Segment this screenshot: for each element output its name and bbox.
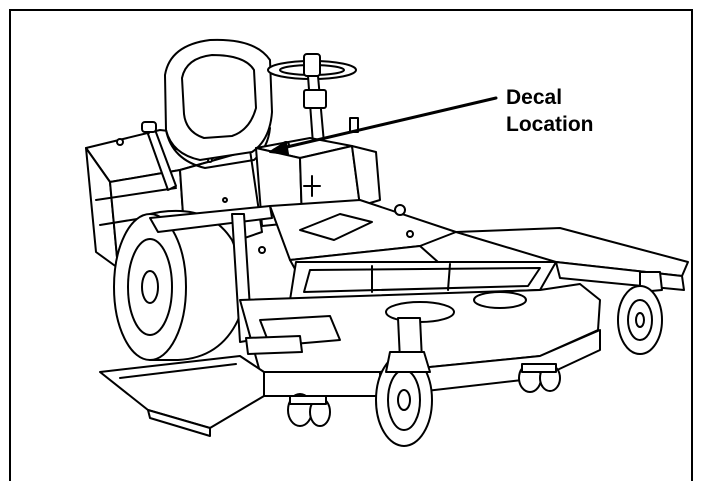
- decal-location-label: Decal Location: [506, 84, 594, 138]
- deck-roller-wheels: [287, 363, 561, 427]
- operator-seat: [164, 38, 273, 169]
- callout-line-1: Decal: [506, 86, 563, 109]
- callout-line-2: Location: [506, 113, 594, 136]
- callout-leader: [269, 96, 498, 155]
- control-lever: [141, 121, 177, 191]
- figure-frame: [9, 9, 693, 481]
- mower-deck: [99, 227, 689, 437]
- rear-tire: [113, 209, 244, 361]
- right-caster-wheel: [617, 271, 663, 355]
- front-caster-wheel: [375, 317, 433, 447]
